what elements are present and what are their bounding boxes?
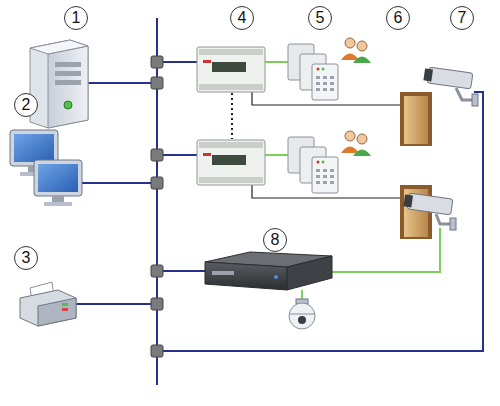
server-top (30, 40, 88, 54)
recorder-wire (157, 270, 205, 272)
connector-square (151, 177, 163, 189)
reader-wire (265, 61, 290, 63)
connector-square (151, 345, 163, 357)
controller-body (197, 140, 265, 185)
network-bus (156, 18, 158, 385)
pc-wire (82, 182, 157, 184)
camera-icon (403, 193, 456, 230)
printer-wire (74, 303, 157, 305)
door-icon (400, 92, 432, 146)
camera-lens (403, 194, 413, 207)
keypad (312, 64, 338, 100)
access-controller (197, 140, 265, 185)
printer-light (62, 308, 68, 311)
printer-icon (20, 282, 76, 326)
dome-shell (289, 303, 315, 329)
printer-body (20, 290, 76, 326)
card-readers (288, 137, 338, 193)
reader-wire (265, 154, 290, 156)
dome-camera (289, 299, 315, 329)
terminal-strip (199, 177, 263, 183)
camera-icon (423, 67, 478, 106)
drive-bay (55, 62, 81, 67)
printer-light (62, 303, 68, 306)
terminal-strip (199, 49, 263, 55)
callout-number: 3 (14, 246, 38, 270)
callout-number: 5 (308, 6, 332, 30)
callout-number: 1 (64, 6, 88, 30)
monitor-base (44, 202, 72, 206)
server-icon (30, 40, 88, 128)
brand-mark (203, 153, 211, 156)
callout-number: 8 (263, 228, 287, 252)
controller-display (212, 62, 246, 72)
dome-lens (298, 316, 306, 324)
person-body (353, 57, 371, 64)
recorder-light (274, 275, 278, 279)
network-wires (74, 18, 483, 385)
wall-plate (450, 218, 456, 230)
callout-number: 2 (14, 93, 38, 117)
card-users (341, 38, 371, 63)
recorder-slot (212, 271, 234, 275)
controller-body (197, 47, 265, 92)
callout-number: 7 (450, 6, 474, 30)
camera-mount (456, 88, 474, 100)
wall-plate (472, 94, 478, 106)
terminal-strip (199, 84, 263, 90)
drive-bay (55, 80, 81, 85)
camera-wire (157, 92, 483, 351)
camera-lens (423, 68, 433, 81)
door-frame (400, 92, 432, 146)
server-wire (85, 82, 157, 84)
screen (38, 164, 78, 192)
connector-square (151, 265, 163, 277)
connector-square (151, 56, 163, 68)
drive-bay (55, 71, 81, 76)
person-head (357, 41, 367, 51)
card-users (341, 131, 371, 156)
video-recorder (205, 252, 332, 290)
callout-number: 6 (386, 6, 410, 30)
monitor (34, 160, 82, 196)
server-body (30, 40, 88, 128)
keypad-keys (316, 76, 334, 91)
power-light (64, 101, 72, 109)
screen (14, 134, 54, 162)
workstation-icon (10, 130, 82, 206)
camera-body (407, 193, 453, 215)
connector-square (151, 77, 163, 89)
card-readers (288, 44, 338, 100)
access-controller (197, 47, 265, 92)
door-leaf (404, 96, 428, 144)
brand-mark (203, 60, 211, 63)
connector-square (151, 298, 163, 310)
recorder-front (205, 262, 287, 290)
person-body (341, 54, 359, 61)
dome-rim (289, 314, 315, 315)
bus-connectors (151, 56, 163, 357)
server-front (48, 46, 88, 128)
connector-square (151, 149, 163, 161)
callout-number: 4 (230, 6, 254, 30)
monitor-stand (52, 196, 64, 202)
dotted-link (231, 93, 233, 139)
controller-display (212, 155, 246, 165)
camera-body (427, 67, 473, 89)
person-head (345, 38, 355, 48)
printer-front (38, 298, 76, 326)
terminal-strip (199, 142, 263, 148)
recorder-side (287, 256, 332, 290)
